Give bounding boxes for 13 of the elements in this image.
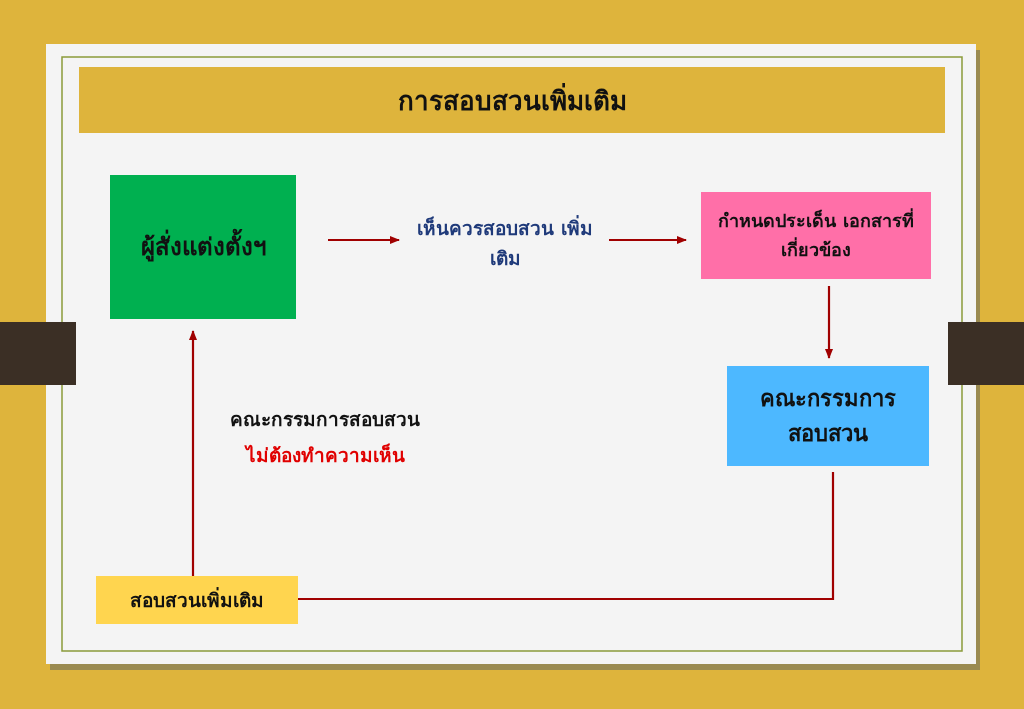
title-band: การสอบสวนเพิ่มเติม xyxy=(79,67,945,133)
arrow xyxy=(189,330,197,576)
process-box: สอบสวนเพิ่มเติม xyxy=(96,576,298,624)
arrow xyxy=(825,286,833,359)
process-box: คณะกรรมการ สอบสวน xyxy=(727,366,929,466)
arrow xyxy=(328,236,400,244)
note-text: ไม่ต้องทำความเห็น xyxy=(243,442,406,468)
process-box: กำหนดประเด็น เอกสารที่เกี่ยวข้อง xyxy=(701,192,931,279)
arrow xyxy=(609,236,687,244)
note-text: คณะกรรมการสอบสวน xyxy=(229,407,421,432)
process-box: ผู้สั่งแต่งตั้งฯ xyxy=(110,175,296,319)
step-text: เห็นควรสอบสวน เพิ่มเติม xyxy=(405,205,605,281)
connector-line xyxy=(298,472,835,601)
